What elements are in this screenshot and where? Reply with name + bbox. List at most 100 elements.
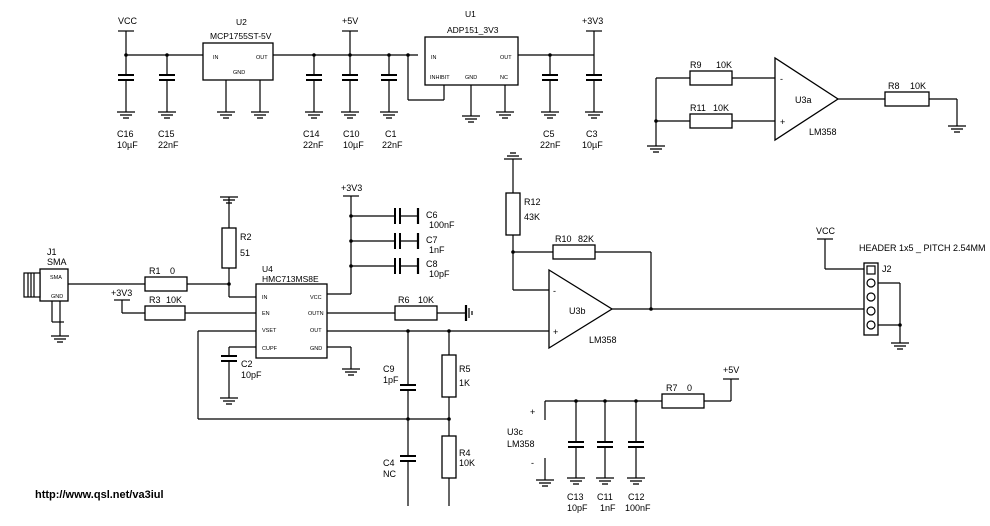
c3-ref: C3 (586, 129, 598, 139)
r1-resistor (144, 276, 188, 292)
j1-type: SMA (47, 257, 67, 267)
r2-resistor (221, 227, 237, 269)
r3-value: 10K (166, 295, 182, 305)
u4-pin-outn: OUTN (308, 311, 324, 317)
u3c-minus: - (531, 458, 534, 468)
u3c-power-section: + U3c LM358 - C13 10pF C11 1nF C12 100nF… (507, 365, 739, 513)
c11-value: 1nF (600, 503, 616, 513)
footer-url: http://www.qsl.net/va3iul (35, 489, 164, 501)
u1-pin-in: IN (431, 55, 437, 61)
c7-value: 1nF (429, 245, 445, 255)
r11-ref: R11 (690, 103, 706, 113)
c9-value: 1pF (383, 375, 399, 385)
c6-ref: C6 (426, 210, 438, 220)
c15-value: 22nF (158, 140, 179, 150)
c6-value: 100nF (429, 220, 455, 230)
u4-part: HMC713MS8E (262, 274, 319, 284)
r10-resistor (552, 244, 596, 260)
r10-ref: R10 (555, 234, 572, 244)
r3-resistor (144, 305, 186, 321)
c5-ref: C5 (543, 129, 555, 139)
r6-resistor (394, 305, 438, 321)
r9-ref: R9 (690, 60, 702, 70)
r7-ref: R7 (666, 383, 678, 393)
u3a-plus: + (780, 117, 785, 127)
u4-pin-out: OUT (310, 328, 322, 334)
c11-ref: C11 (597, 492, 613, 502)
c12-ref: C12 (628, 492, 645, 502)
r9-resistor (689, 70, 733, 86)
u4-pin-vset: VSET (262, 328, 277, 334)
c10-ref: C10 (343, 129, 360, 139)
u2-regulator (202, 42, 274, 81)
plus3v3-mid-label: +3V3 (341, 183, 362, 193)
u4-pin-cupf: CUPF (262, 346, 278, 352)
plus3v3-left-label: +3V3 (111, 288, 132, 298)
u3b-minus: - (553, 286, 556, 296)
c4-value: NC (383, 469, 396, 479)
c14-value: 22nF (303, 140, 324, 150)
j1-pin-gnd: GND (51, 294, 63, 300)
j2-header-section: VCC HEADER 1x5 _ PITCH 2.54MM J2 (816, 226, 986, 350)
u1-pin-nc: NC (500, 75, 508, 81)
u3b-plus: + (553, 327, 558, 337)
r12-ref: R12 (524, 197, 541, 207)
r8-value: 10K (910, 81, 926, 91)
r5-resistor (441, 354, 457, 398)
u3b-ref: U3b (569, 306, 586, 316)
r8-ref: R8 (888, 81, 900, 91)
c3-value: 10µF (582, 140, 603, 150)
j1-pin-sma: SMA (50, 275, 62, 281)
u2-pin-gnd: GND (233, 70, 245, 76)
r4-ref: R4 (459, 448, 471, 458)
plus3v3-rail-label: +3V3 (582, 16, 603, 26)
r11-resistor (689, 113, 733, 129)
r12-resistor (505, 192, 521, 236)
r8-resistor (884, 91, 930, 107)
u3a-buffer-section: R9 10K R11 10K - + U3a LM358 R8 10K (646, 56, 967, 153)
c8-ref: C8 (426, 259, 438, 269)
u4-pin-gnd: GND (310, 346, 322, 352)
u2-pin-out: OUT (256, 55, 268, 61)
c13-value: 10pF (567, 503, 588, 513)
u1-ref: U1 (465, 9, 476, 19)
u3a-opamp (774, 56, 840, 142)
c1-value: 22nF (382, 140, 403, 150)
u3b-opamp (548, 268, 614, 350)
plus5v-bottom-label: +5V (723, 365, 739, 375)
r2-value: 51 (240, 248, 250, 258)
u3a-part: LM358 (809, 127, 837, 137)
u2-ref: U2 (236, 17, 247, 27)
r12-value: 43K (524, 212, 540, 222)
r10-value: 82K (578, 234, 594, 244)
r1-value: 0 (170, 266, 175, 276)
vcc-right-label: VCC (816, 226, 836, 236)
j1-ref: J1 (47, 247, 57, 257)
c2-value: 10pF (241, 370, 262, 380)
u3c-part: LM358 (507, 439, 535, 449)
r9-value: 10K (716, 60, 732, 70)
r4-resistor (441, 435, 457, 479)
c15-ref: C15 (158, 129, 175, 139)
r5-value: 1K (459, 378, 470, 388)
r1-ref: R1 (149, 266, 161, 276)
c5-value: 22nF (540, 140, 561, 150)
c13-ref: C13 (567, 492, 584, 502)
u3b-amplifier-section: R12 43K R10 82K - + U3b LM358 (503, 152, 864, 350)
hmc713-decoupling: +3V3 C6 100nF C7 1nF C8 10pF (341, 183, 455, 294)
r5-ref: R5 (459, 364, 471, 374)
r6-value: 10K (418, 295, 434, 305)
r3-ref: R3 (149, 295, 161, 305)
u3a-minus: - (780, 74, 783, 84)
c10-value: 10µF (343, 140, 364, 150)
c2-ref: C2 (241, 359, 253, 369)
u3a-ref: U3a (795, 95, 812, 105)
r6-ref: R6 (398, 295, 410, 305)
vcc-rail-label: VCC (118, 16, 138, 26)
u1-pin-out: OUT (500, 55, 512, 61)
r7-value: 0 (687, 383, 692, 393)
c16-value: 10µF (117, 140, 138, 150)
u4-pin-vcc: VCC (310, 295, 322, 301)
u1-regulator (424, 36, 519, 86)
